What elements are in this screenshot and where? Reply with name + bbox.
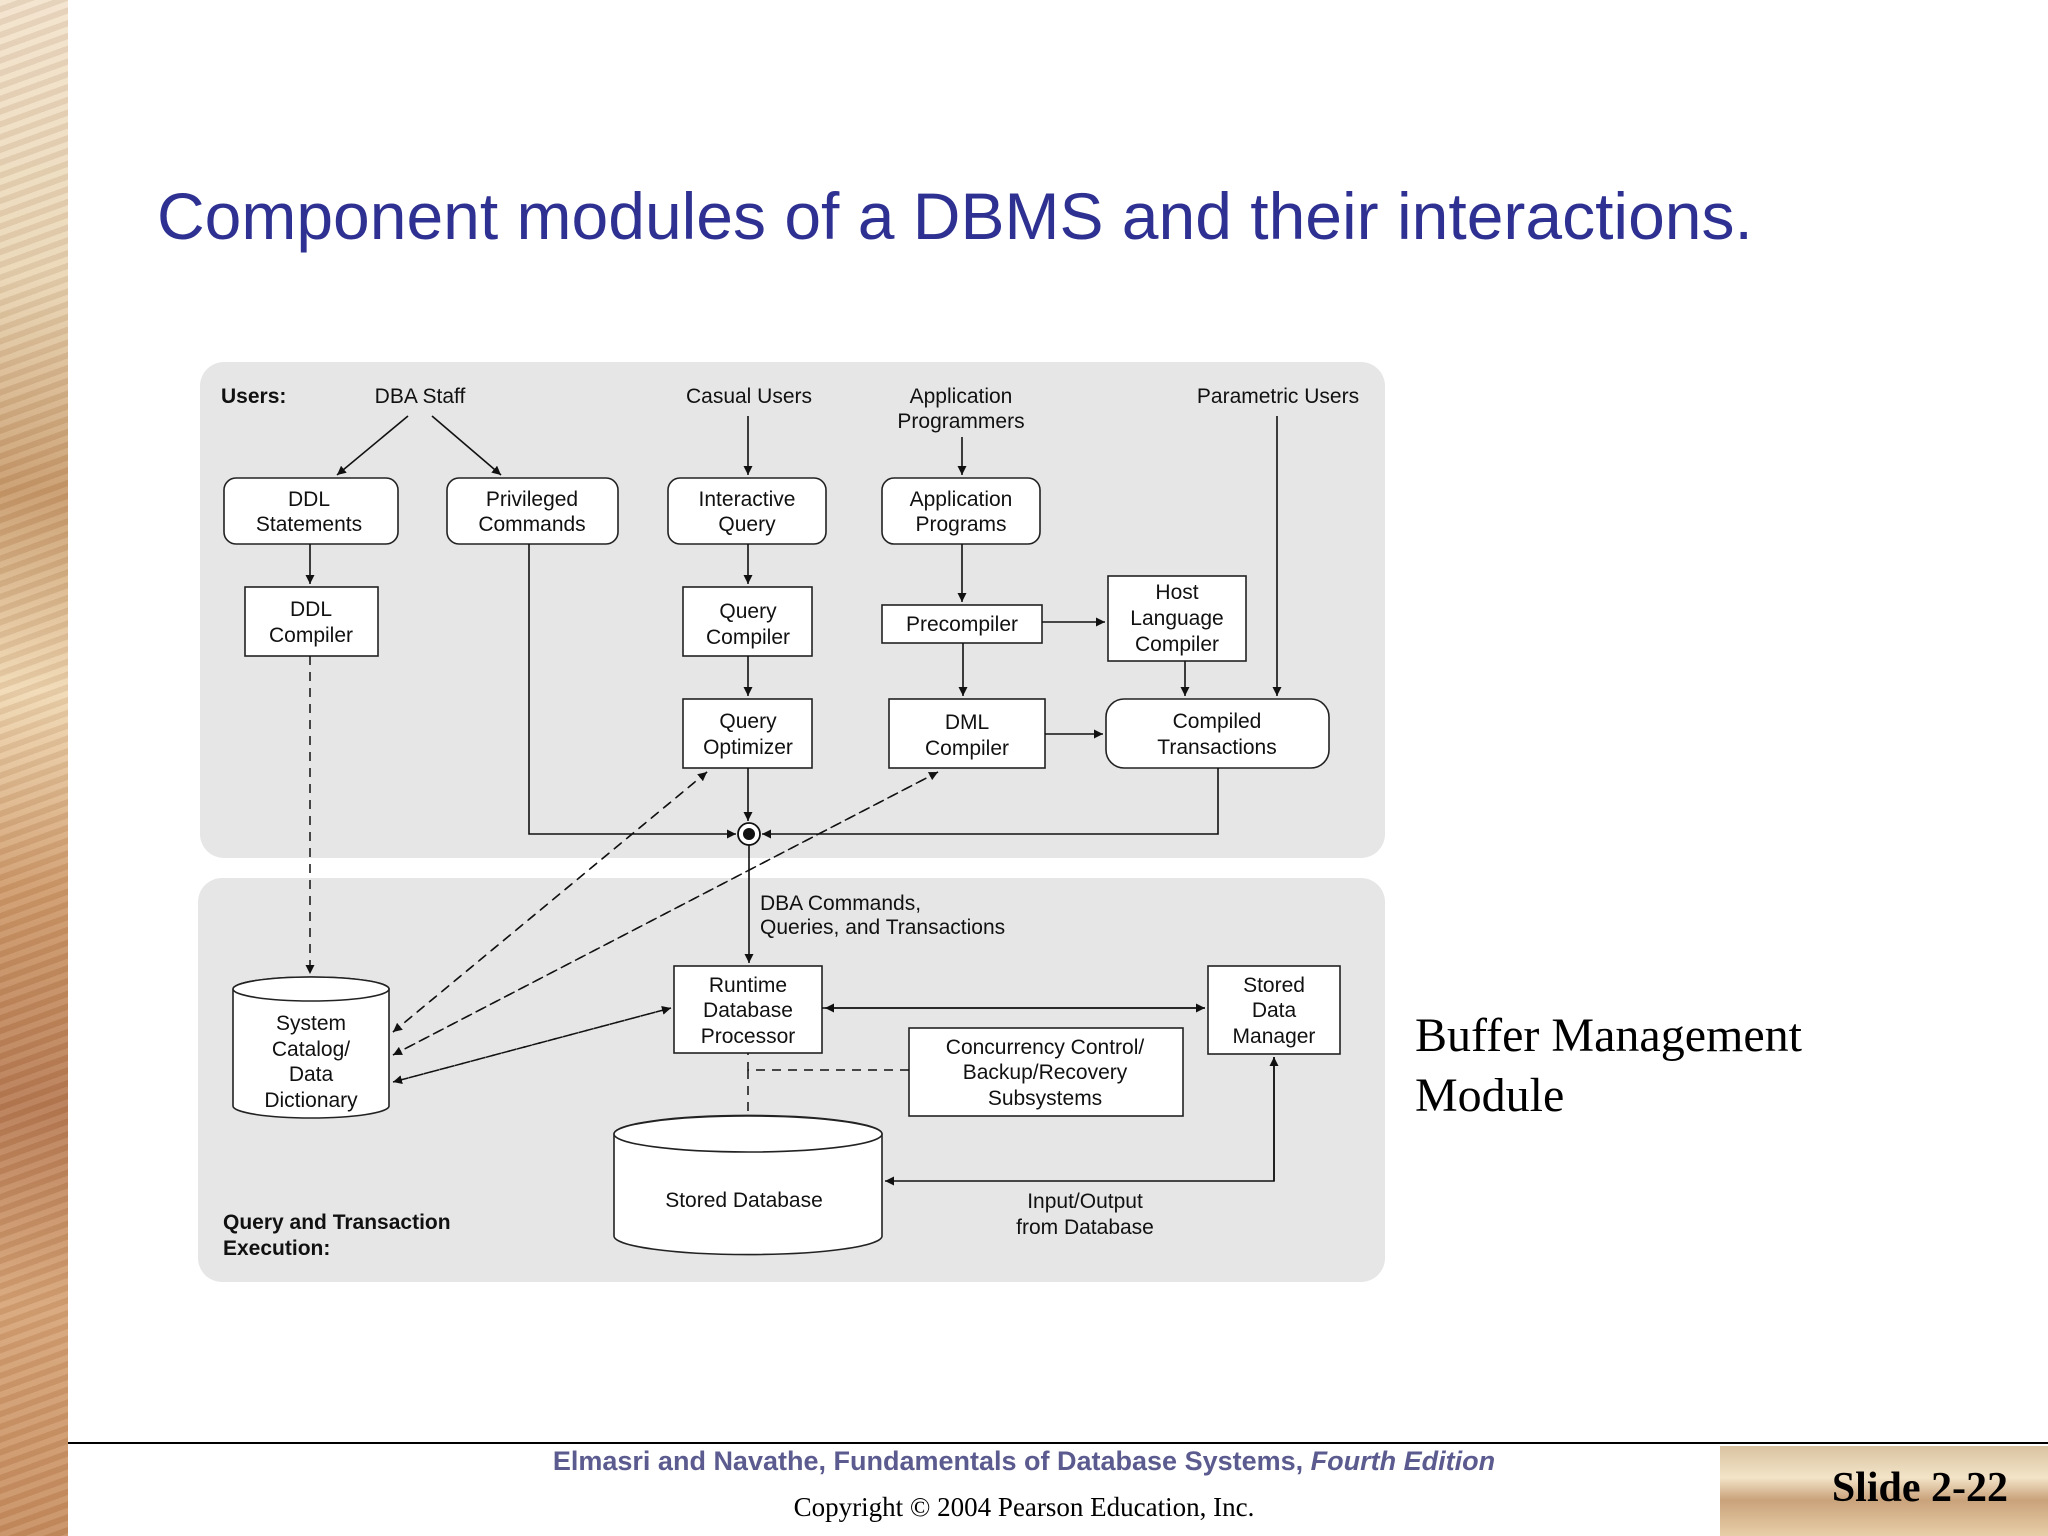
arrow-compiled-to-junction [762,768,1219,839]
users-heading: Users: [221,385,286,408]
stored-database-label: Stored Database [665,1189,823,1212]
privileged-commands-box [446,477,619,545]
concurrency-control-label: Backup/Recovery [963,1061,1128,1084]
input-output-label: Input/Output [1027,1190,1143,1213]
slide-number-tab: Slide 2-22 [1720,1446,2048,1536]
dashed-dml-to-catalog [392,771,939,1056]
privileged-commands-label: Commands [478,513,585,536]
system-catalog-label: Catalog/ [272,1038,350,1061]
slide-title: Component modules of a DBMS and their in… [157,179,1753,253]
stored-data-manager-label: Stored [1243,974,1305,997]
host-language-compiler-label: Compiler [1135,633,1219,656]
footer-credit: Elmasri and Navathe, Fundamentals of Dat… [0,1446,2048,1477]
footer-edition: Fourth Edition [1310,1446,1496,1476]
precompiler-label: Precompiler [906,613,1018,636]
ddl-compiler-label: DDL [290,598,332,621]
dashed-optimizer-to-catalog [392,771,708,1033]
ddl-statements-label: DDL [288,488,330,511]
host-language-compiler-label: Host [1155,581,1198,604]
stored-data-manager-box [1207,965,1341,1055]
buffer-management-note-line1: Buffer Management [1415,1009,1802,1062]
arrow-dba-to-ddl [336,415,409,476]
stored-database-cylinder-top [613,1115,883,1153]
arrow-dba-to-privileged [431,415,502,476]
stored-data-manager-label: Manager [1233,1025,1316,1048]
system-catalog-label: Dictionary [264,1089,358,1112]
execution-heading: Query and Transaction [223,1211,451,1234]
query-optimizer-label: Optimizer [703,736,793,759]
application-programs-box [881,477,1041,545]
stored-data-manager-label: Data [1252,999,1297,1022]
compiled-transactions-label: Compiled [1173,710,1262,733]
application-programs-label: Application [910,488,1013,511]
ddl-compiler-label: Compiler [269,624,353,647]
dml-compiler-box [888,698,1046,769]
runtime-processor-box [673,965,823,1054]
query-compiler-box [682,586,813,657]
buffer-management-note-line2: Module [1415,1069,1565,1122]
host-language-compiler-label: Language [1130,607,1223,630]
system-catalog-cylinder-top [232,976,390,1002]
interactive-query-label: Interactive [699,488,796,511]
footer-authors: Elmasri and Navathe, Fundamentals of Dat… [552,1446,1304,1476]
dml-compiler-label: Compiler [925,737,1009,760]
system-catalog-label: System [276,1012,346,1035]
application-programs-label: Programs [915,513,1006,536]
concurrency-control-label: Subsystems [988,1087,1102,1110]
input-output-label: from Database [1016,1216,1154,1239]
precompiler-box [881,604,1043,644]
footer-divider [68,1442,2048,1444]
runtime-processor-label: Processor [701,1025,796,1048]
arrow-privileged-to-junction [528,544,736,839]
query-compiler-label: Query [719,600,777,623]
dml-compiler-label: DML [945,711,989,734]
user-parametric: Parametric Users [1197,385,1359,408]
dba-commands-label: Queries, and Transactions [760,916,1005,939]
ddl-compiler-box [244,586,379,657]
query-optimizer-box [682,698,813,769]
user-app-programmers: Application [910,385,1013,408]
system-catalog-label: Data [289,1063,334,1086]
runtime-processor-label: Runtime [709,974,787,997]
compiled-transactions-label: Transactions [1157,736,1276,759]
dba-commands-label: DBA Commands, [760,892,921,915]
execution-heading: Execution: [223,1237,330,1260]
query-compiler-label: Compiler [706,626,790,649]
dbms-diagram: Users: Query and Transaction Execution: … [198,362,1385,1282]
interactive-query-label: Query [718,513,776,536]
junction-node-dot [743,828,755,840]
interactive-query-box [667,477,827,545]
query-optimizer-label: Query [719,710,777,733]
host-language-compiler-box [1107,575,1247,662]
user-app-programmers: Programmers [897,410,1024,433]
privileged-commands-label: Privileged [486,488,578,511]
slide-number: Slide 2-22 [1831,1465,2008,1511]
concurrency-control-label: Concurrency Control/ [946,1036,1145,1059]
ddl-statements-label: Statements [256,513,362,536]
runtime-processor-label: Database [703,999,793,1022]
concurrency-control-box [908,1027,1184,1117]
decorative-side-strip [0,0,68,1536]
ddl-statements-box [223,477,399,545]
footer-copyright: Copyright © 2004 Pearson Education, Inc. [793,1492,1255,1522]
user-casual: Casual Users [686,385,812,408]
user-dba-staff: DBA Staff [375,385,466,408]
